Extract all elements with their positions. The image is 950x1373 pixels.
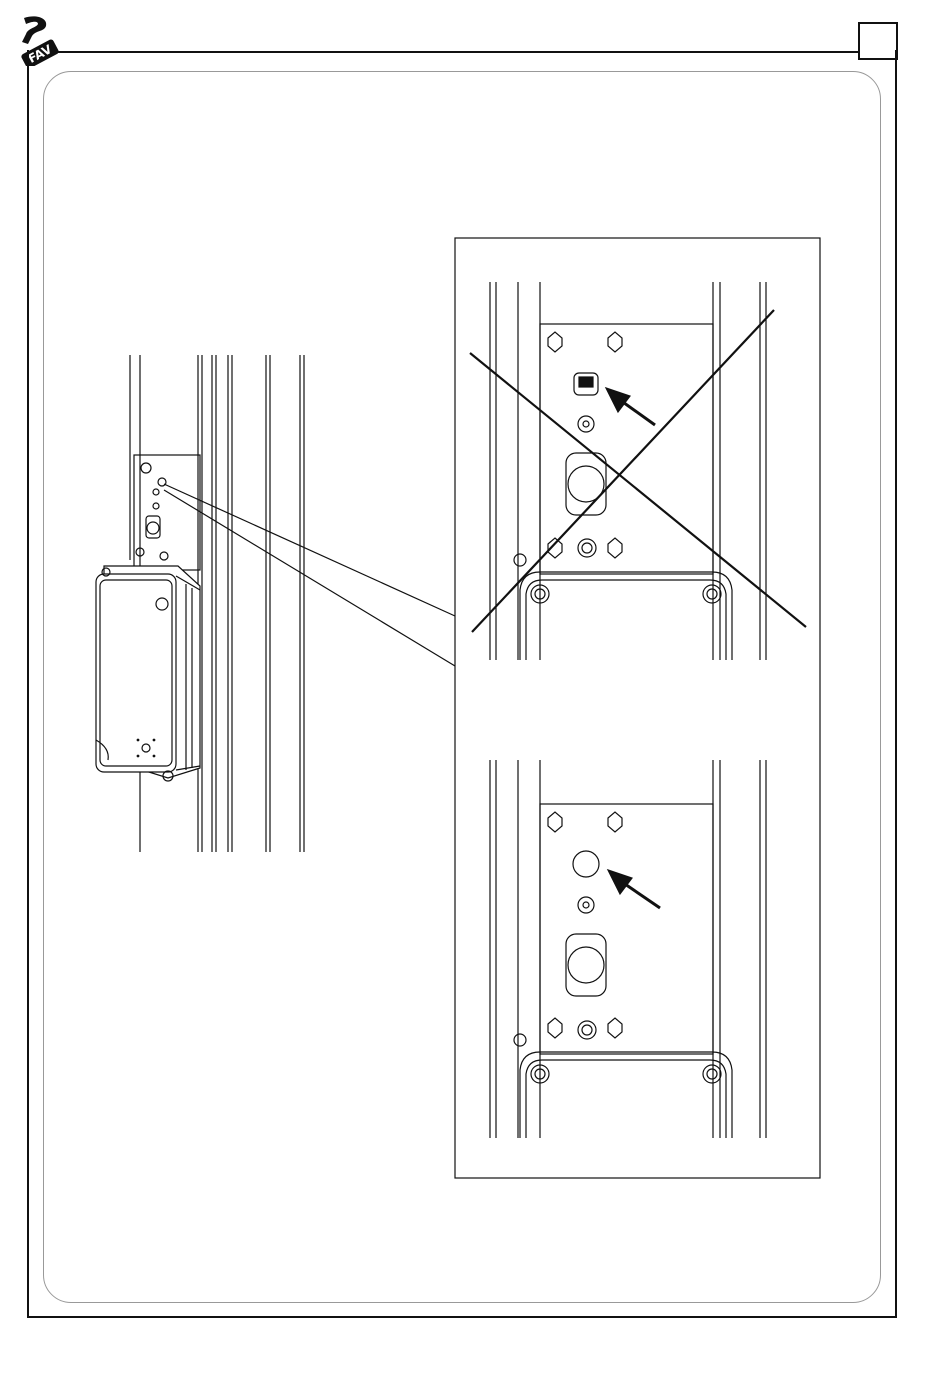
motor-housing bbox=[96, 566, 200, 781]
detail-panel bbox=[455, 238, 820, 1178]
detail-wrong bbox=[470, 282, 806, 660]
detail-correct bbox=[490, 760, 766, 1138]
detail-leader-lines bbox=[164, 484, 455, 666]
